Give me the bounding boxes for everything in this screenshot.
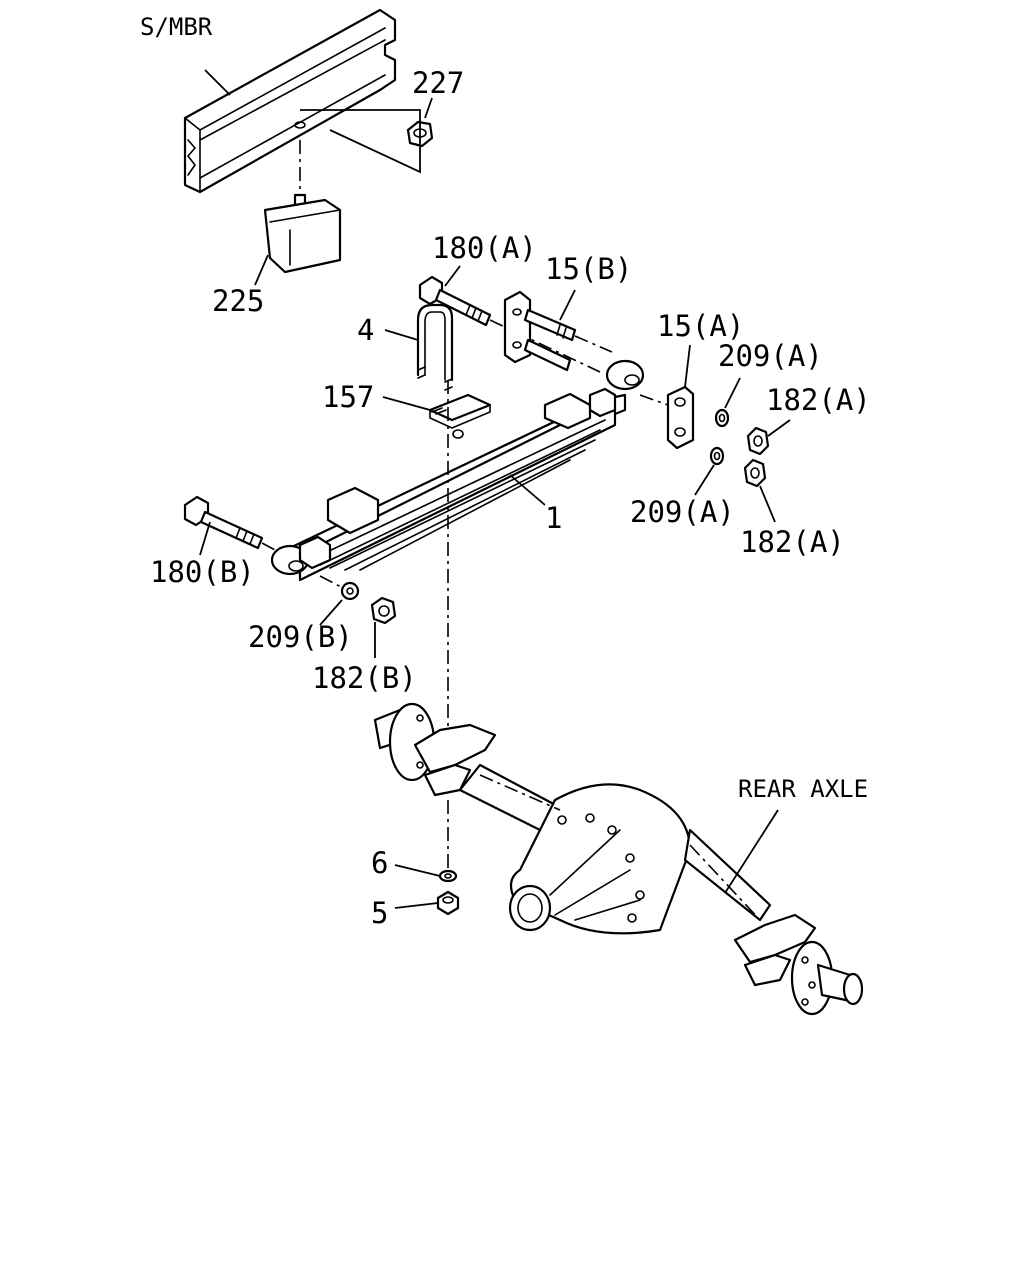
label-s-mbr: S/MBR (140, 13, 213, 41)
label-182a-top: 182(A) (766, 383, 871, 417)
part-182b-nut (370, 596, 397, 658)
label-15a: 15(A) (657, 309, 744, 343)
label-15b: 15(B) (545, 252, 632, 286)
label-225: 225 (212, 284, 264, 318)
part-4-u-bolt (384, 303, 454, 391)
part-227-nut (300, 97, 434, 174)
part-182a-nuts (743, 419, 791, 523)
label-209b: 209(B) (248, 620, 353, 654)
label-182b: 182(B) (312, 661, 417, 695)
label-180b: 180(B) (150, 555, 255, 589)
label-rear-axle: REAR AXLE (738, 775, 868, 803)
label-157: 157 (322, 380, 374, 414)
part-6-washer (394, 864, 458, 883)
rear-axle-housing (373, 702, 864, 1016)
part-209b-washer (319, 575, 360, 626)
label-6: 6 (371, 846, 388, 880)
label-180a: 180(A) (432, 231, 537, 265)
part-15a-shackle-plate (639, 344, 695, 450)
part-5-nut (394, 890, 460, 916)
part-1-leaf-spring (270, 359, 645, 582)
part-157-spacer (382, 393, 492, 439)
label-182a-bottom: 182(A) (740, 525, 845, 559)
label-1: 1 (545, 501, 562, 535)
part-180b-bolt (183, 495, 276, 556)
part-209a-washers (694, 377, 741, 496)
part-180a-bolt (418, 265, 601, 373)
label-4: 4 (357, 313, 374, 347)
part-225-bump-stopper (254, 140, 342, 286)
label-5: 5 (371, 896, 388, 930)
label-209a-bottom: 209(A) (630, 495, 735, 529)
label-209a-top: 209(A) (718, 339, 823, 373)
label-227: 227 (412, 66, 464, 100)
part-15b-shackle-bolt (503, 289, 613, 372)
side-member (183, 8, 397, 194)
